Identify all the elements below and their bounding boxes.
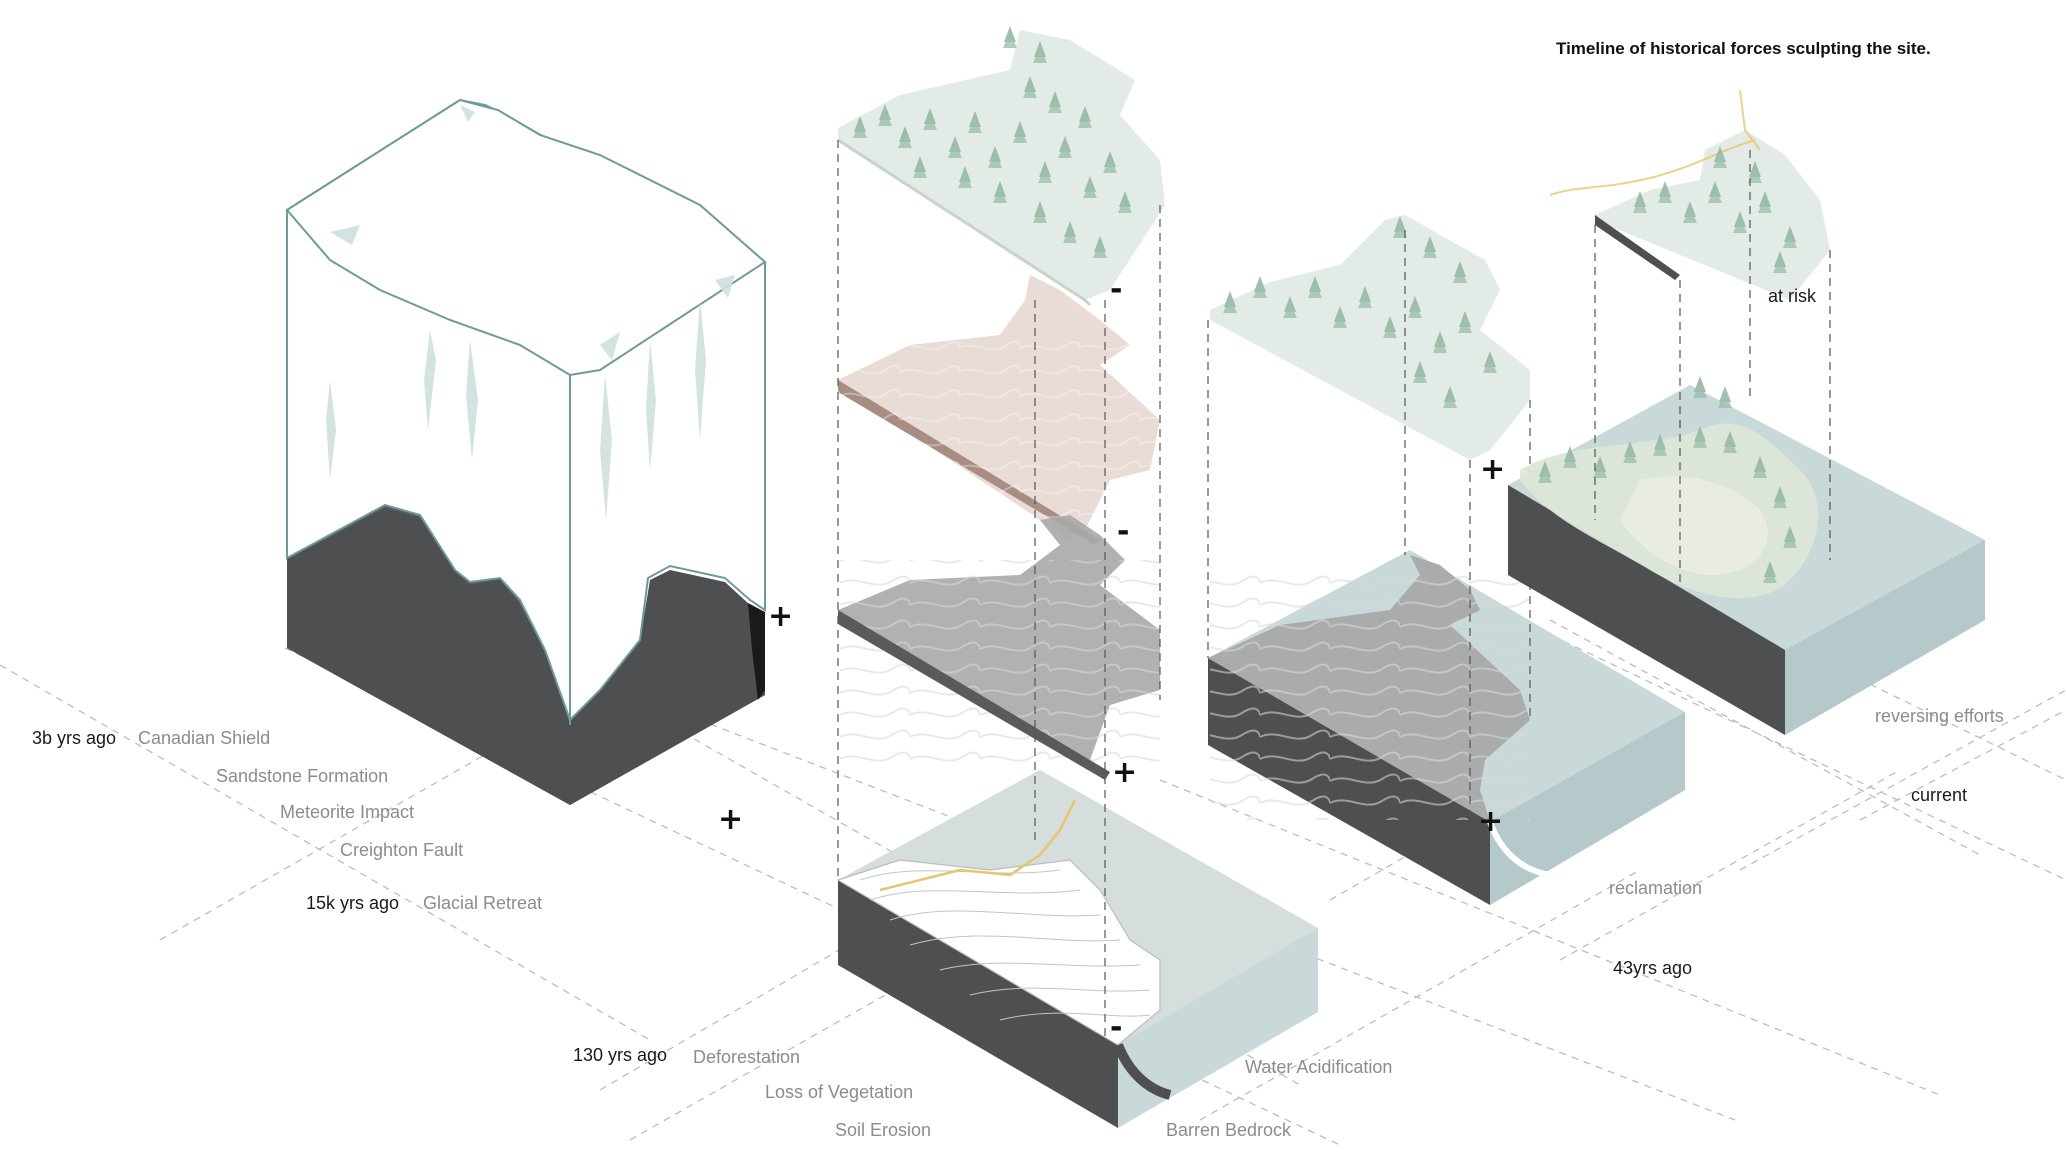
stack-current <box>1508 89 1985 735</box>
event-water-acidification: Water Acidification <box>1245 1057 1393 1077</box>
era-43-years: 43yrs ago <box>1613 958 1693 978</box>
era-15k-years: 15k yrs ago <box>306 893 400 913</box>
era-130-years: 130 yrs ago <box>573 1045 668 1065</box>
event-barren-bedrock: Barren Bedrock <box>1166 1120 1292 1140</box>
glacier-block <box>285 98 767 805</box>
minus-marker-soil: - <box>1117 514 1130 549</box>
minus-marker-bedrock: - <box>1110 1010 1123 1045</box>
event-creighton-fault: Creighton Fault <box>340 840 464 860</box>
event-sandstone-formation: Sandstone Formation <box>216 766 389 786</box>
event-soil-erosion: Soil Erosion <box>835 1120 932 1140</box>
plus-marker-rock: + <box>1112 755 1138 790</box>
stack-43yrs <box>1207 215 1685 905</box>
era-current: current <box>1911 785 1968 805</box>
event-reversing-efforts: reversing efforts <box>1875 706 2004 726</box>
event-glacial-retreat: Glacial Retreat <box>423 893 543 913</box>
minus-marker-forest: - <box>1110 272 1123 307</box>
event-meteorite-impact: Meteorite Impact <box>280 802 415 822</box>
era-3b-years: 3b yrs ago <box>32 728 117 748</box>
diagram-title: Timeline of historical forces sculpting … <box>1556 39 1931 58</box>
stack-130yrs <box>836 26 1318 1128</box>
event-loss-of-vegetation: Loss of Vegetation <box>765 1082 914 1102</box>
plus-marker-rock-43yrs: + <box>1478 804 1504 839</box>
plus-marker-glacial-retreat: + <box>718 802 744 837</box>
plus-marker-forest-43yrs: + <box>1480 452 1506 487</box>
plus-marker-glacier: + <box>768 599 794 634</box>
event-canadian-shield: Canadian Shield <box>138 728 271 748</box>
event-reclamation: reclamation <box>1609 878 1703 898</box>
event-at-risk: at risk <box>1768 286 1817 306</box>
event-deforestation: Deforestation <box>693 1047 801 1067</box>
